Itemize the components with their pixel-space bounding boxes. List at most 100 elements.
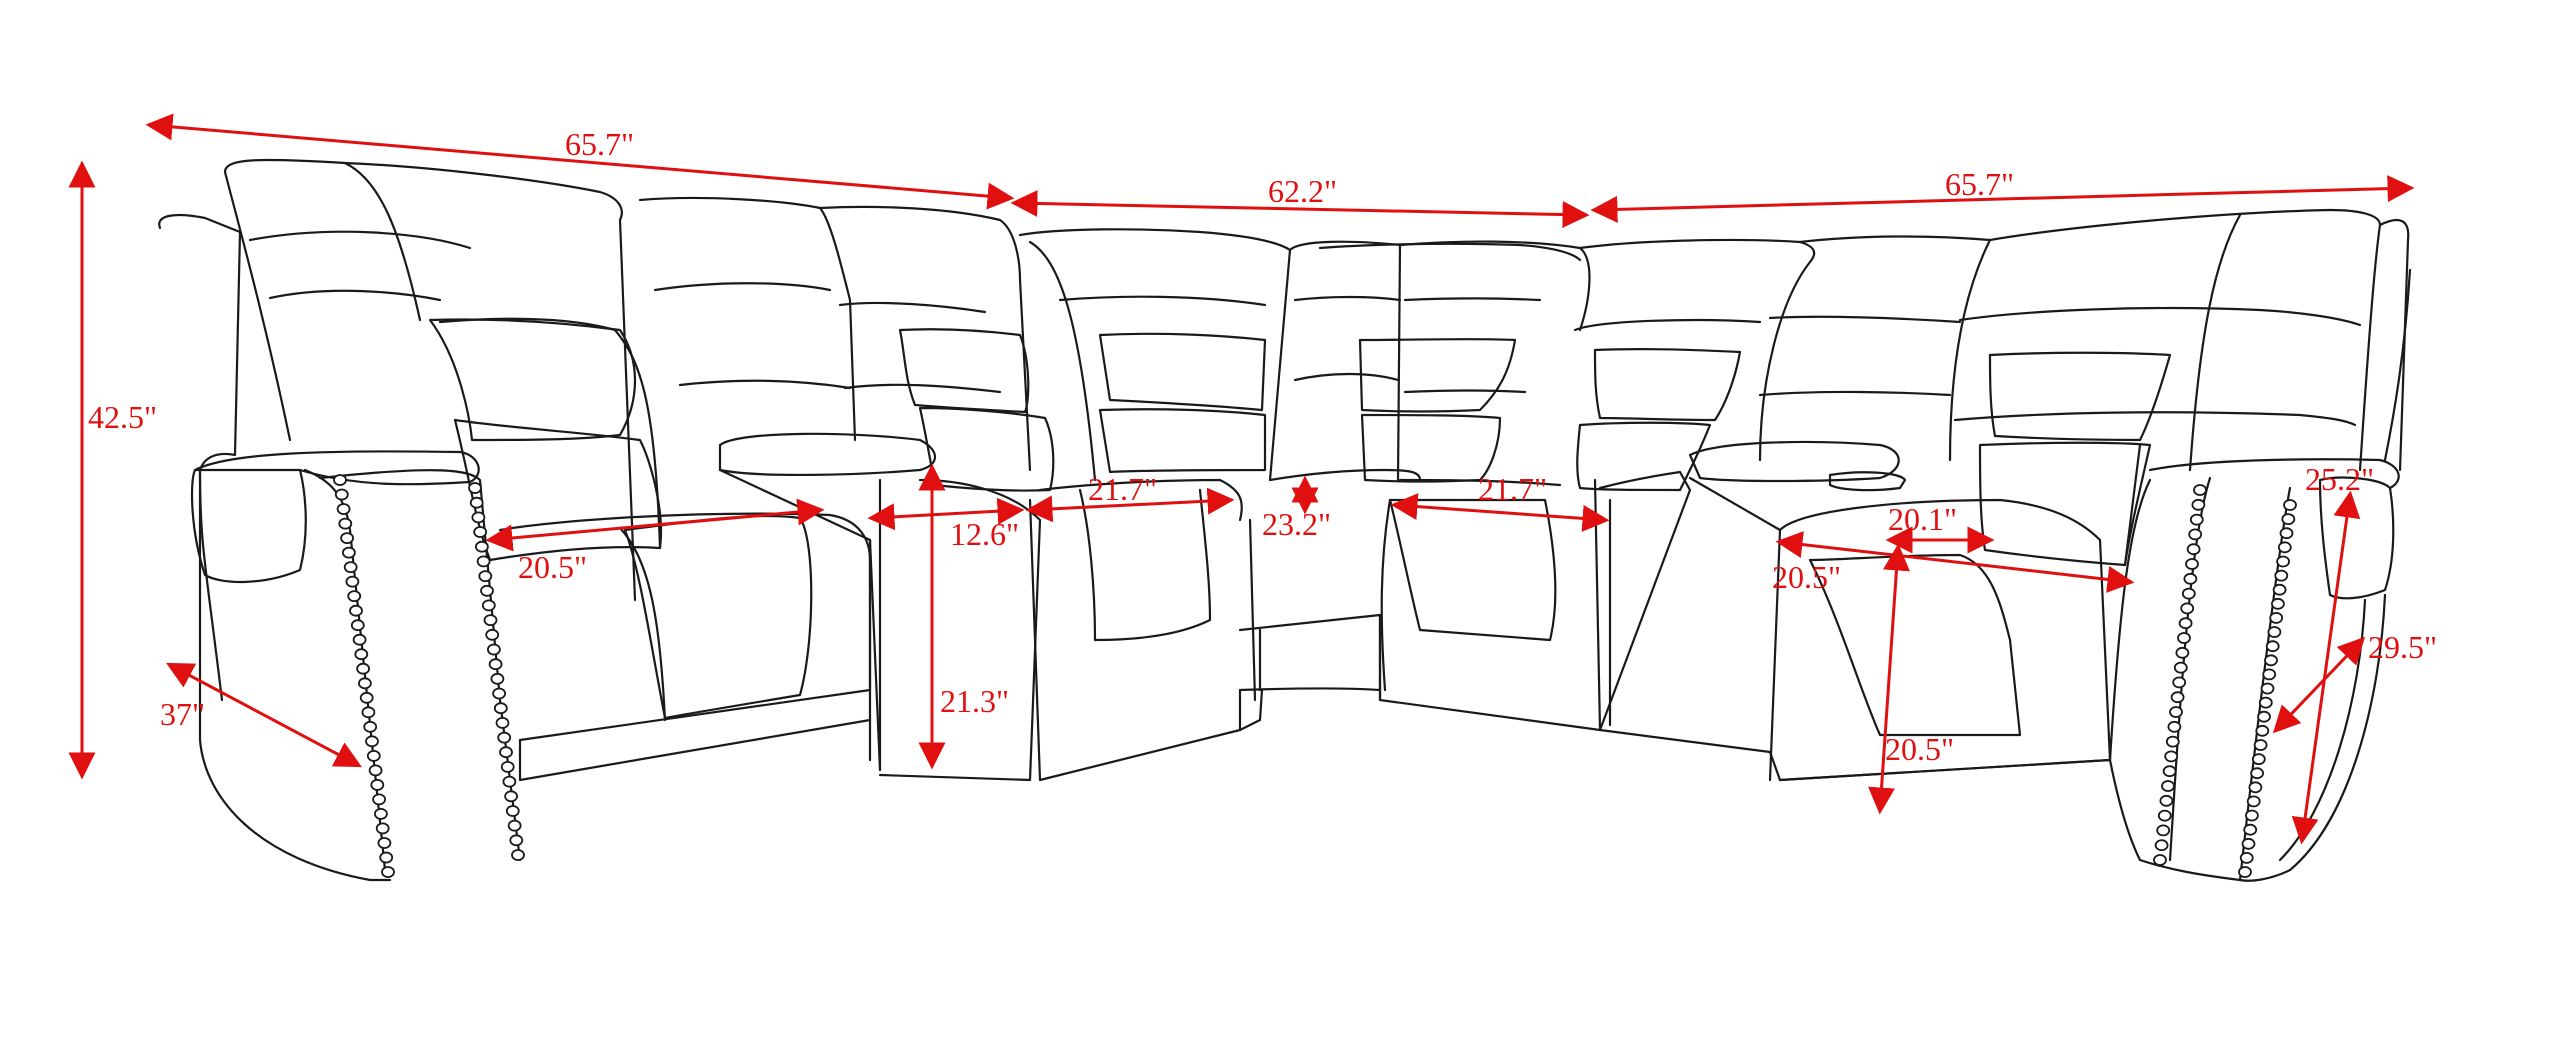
dim-arrow-right-seat-width: [1775, 531, 2135, 593]
nailhead-stud: [2189, 513, 2204, 526]
nailhead-stud: [511, 849, 525, 861]
nailhead-stud: [499, 746, 513, 759]
nailhead-stud: [2246, 795, 2261, 808]
nailhead-stud: [2185, 558, 2199, 570]
nailhead-stud: [2241, 837, 2256, 850]
nailhead-stud: [2279, 527, 2294, 540]
dim-label-left-depth: 37": [160, 696, 205, 732]
nailhead-stud: [2272, 583, 2287, 596]
dim-label-cup-holder: 20.1": [1888, 501, 1957, 537]
dim-label-right-seat-width: 20.5": [1772, 559, 1841, 595]
nailhead-stud: [2253, 739, 2268, 751]
nailhead-stud: [2238, 866, 2252, 878]
corner-right-wedge: [1358, 240, 1602, 732]
nailhead-stud: [333, 474, 347, 486]
nailhead-stud: [2269, 612, 2284, 624]
nailhead-stud: [2281, 513, 2296, 525]
nailhead-stud: [366, 750, 381, 762]
nailhead-stud: [476, 555, 491, 568]
nailhead-stud: [370, 779, 385, 791]
nailhead-stud: [505, 805, 520, 817]
nailhead-stud: [345, 575, 360, 588]
nailhead-stud: [492, 687, 507, 700]
nailhead-stud: [2255, 724, 2270, 737]
nailhead-stud: [2265, 640, 2280, 653]
nailhead-stud: [2260, 682, 2275, 695]
nailhead-stud: [340, 532, 355, 544]
left-middle-back: [818, 205, 1055, 782]
nailhead-stud: [2250, 767, 2265, 780]
nailhead-stud: [486, 643, 501, 656]
nailhead-stud: [2262, 668, 2277, 681]
right-middle-back: [1573, 238, 1816, 754]
nailhead-stud: [2188, 528, 2203, 541]
dim-arrow-left-section: [145, 113, 1015, 210]
nailhead-stud: [469, 496, 484, 509]
nailhead-stud: [2270, 597, 2285, 610]
nailhead-stud: [375, 822, 390, 835]
nailhead-stud: [349, 604, 363, 617]
dim-label-left-seat-width: 20.5": [518, 549, 587, 585]
dim-label-corner-right-seat: 21.7": [1478, 471, 1547, 507]
nailhead-stud: [2156, 824, 2171, 837]
nailhead-stud: [2157, 809, 2172, 822]
nailhead-stud: [2181, 587, 2196, 600]
nailhead-stud: [2264, 654, 2278, 667]
nailhead-stud: [334, 488, 349, 501]
nailhead-stud: [379, 851, 394, 864]
nailhead-stud: [2178, 617, 2193, 630]
nailhead-stud: [2177, 632, 2191, 644]
nailhead-stud: [497, 731, 512, 744]
nailhead-stud: [2248, 781, 2263, 794]
nailhead-stud: [483, 614, 498, 626]
nailhead-stud: [336, 503, 351, 515]
nailhead-stud: [468, 482, 482, 494]
dim-arrow-corner-right-seat: [1390, 493, 1610, 532]
nailhead-stud: [502, 775, 517, 788]
dim-arrow-corner-section: [1010, 189, 1590, 229]
nailhead-stud: [363, 720, 378, 733]
dim-label-right-section: 65.7": [1945, 166, 2014, 202]
nailhead-stud: [2274, 569, 2289, 582]
dim-label-corner-depth: 23.2": [1262, 506, 1331, 542]
nailhead-stud: [2251, 753, 2266, 765]
nailhead-stud: [2159, 794, 2174, 807]
nailhead-stud: [2239, 852, 2254, 864]
nailhead-stud: [2162, 765, 2177, 778]
nailhead-stud: [2154, 839, 2169, 852]
nailhead-stud: [2167, 720, 2182, 733]
nailhead-stud: [493, 702, 508, 715]
nailhead-stud: [2173, 661, 2188, 674]
nailhead-stud: [350, 619, 365, 632]
nailhead-stud: [343, 561, 358, 573]
nailhead-stud: [341, 546, 356, 559]
nailhead-stud: [2258, 696, 2273, 709]
right-recliner-back: [1953, 208, 2382, 567]
nailhead-stud: [2276, 555, 2291, 568]
nailhead-stud: [495, 717, 510, 729]
nailhead-stud: [2169, 706, 2183, 718]
dim-label-right-seat-height: 20.5": [1885, 731, 1954, 767]
left-console: [638, 196, 937, 772]
left-outer-arm: [158, 213, 522, 882]
nailhead-stud: [377, 837, 392, 849]
nailhead-stud: [2161, 780, 2175, 792]
nailhead-stud: [471, 511, 486, 524]
nailhead-stud: [338, 517, 353, 530]
nailhead-stud: [2283, 499, 2297, 511]
dim-label-console-width: 12.6": [950, 516, 1019, 552]
nailhead-stud: [381, 866, 395, 878]
right-outer-arm: [2108, 218, 2412, 882]
nailhead-stud: [2193, 484, 2207, 496]
nailhead-stud: [2257, 710, 2271, 723]
nailhead-stud: [368, 764, 383, 777]
nailhead-stud: [361, 706, 376, 719]
dim-label-corner-section: 62.2": [1268, 173, 1337, 209]
nailhead-stud: [373, 808, 388, 820]
dim-label-left-section: 65.7": [565, 126, 634, 162]
dimension-annotations: 65.7" 62.2" 65.7" 42.5" 37" 20.5" 12.6" …: [68, 113, 2437, 845]
nailhead-stud: [357, 677, 372, 690]
left-recliner-back: [223, 158, 662, 602]
nailhead-stud: [490, 672, 505, 685]
